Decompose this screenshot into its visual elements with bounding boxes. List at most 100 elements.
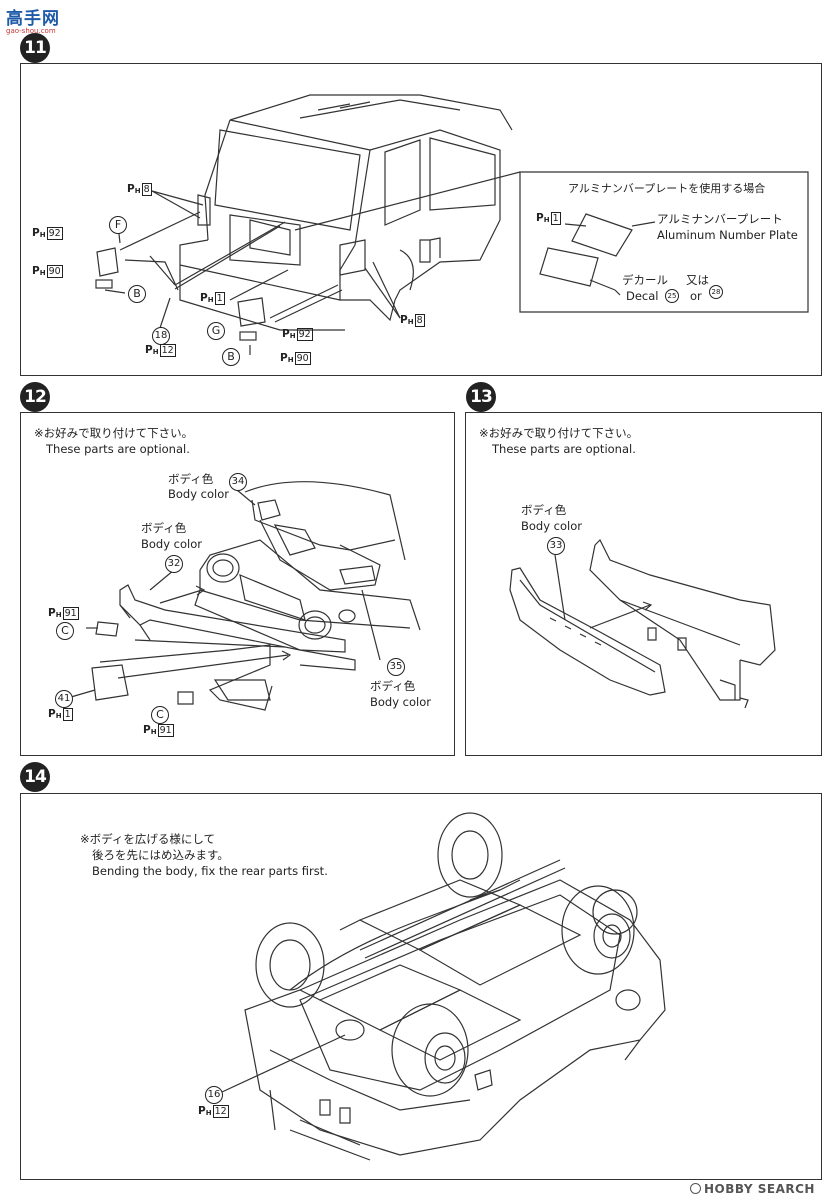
step-12-note-jp: ※お好みで取り付けて下さい。 [34,426,194,440]
body-color-33-en: Body color [521,519,583,533]
body-color-35-jp: ボディ色 [370,679,416,693]
ph-prefix: P [32,227,40,239]
ph-sub: H [287,356,294,364]
decal-number-25: 25 [665,289,679,303]
part-number-35: 35 [387,658,405,676]
decal-label-en: Decal [626,289,659,303]
body-color-32-jp: ボディ色 [141,521,187,535]
ph-prefix: P [200,292,208,304]
ph-prefix: P [127,183,135,195]
step-14-note-jp-1: ※ボディを広げる様にして [80,832,215,846]
ph-number: 91 [157,724,174,737]
ph-number: 1 [214,292,225,305]
step-number-13: 13 [466,382,496,412]
step-14-note-jp-2: 後ろを先にはめ込みます。 [92,848,229,862]
part-letter-b-left: B [128,285,146,303]
step-12-car-front-drawing [70,481,421,711]
step-11-panel [20,63,822,376]
ph-number: 91 [62,607,79,620]
ph-number: 92 [296,328,313,341]
step-11-car-rear-drawing [95,94,809,355]
ph-number: 90 [294,352,311,365]
ph-prefix: P [48,708,56,720]
ph-prefix: P [48,607,56,619]
decal-number-28: 28 [709,285,723,299]
part-letter-f: F [109,216,127,234]
ph-number: 92 [46,227,63,240]
watermark: HOBBY SEARCH [690,1182,815,1196]
watermark-text: HOBBY SEARCH [704,1182,815,1196]
plate-label-jp: アルミナンバープレート [657,212,783,226]
ph-sub: H [205,1109,212,1117]
part-letter-c-top: C [56,622,74,640]
plate-label-en: Aluminum Number Plate [657,228,798,242]
step-14-note-en: Bending the body, fix the rear parts fir… [92,864,328,878]
part-number-33: 33 [547,537,565,555]
ph-number: 12 [212,1105,229,1118]
ph-number: 1 [62,708,73,721]
inset-title: アルミナンバープレートを使用する場合 [568,182,766,195]
ph-prefix: P [198,1105,206,1117]
or-en: or [690,289,702,303]
step-13-note-en: These parts are optional. [492,442,636,456]
ph-sub: H [152,348,159,356]
ph-sub: H [39,231,46,239]
ph-prefix: P [32,265,40,277]
logo-text: 高手网 [6,9,60,29]
step-13-rear-bumper-drawing [509,538,776,709]
part-number-34: 34 [229,473,247,491]
body-color-35-en: Body color [370,695,432,709]
body-color-32-en: Body color [141,537,203,551]
ph-sub: H [289,332,296,340]
ph-sub: H [55,712,62,720]
part-number-41: 41 [55,690,73,708]
ph-sub: H [39,269,46,277]
body-color-34-en: Body color [168,487,230,501]
ph-sub: H [55,611,62,619]
ph-number: 1 [550,212,561,225]
part-letter-g: G [207,322,225,340]
ph-prefix: P [400,314,408,326]
step-12-panel [20,412,455,756]
step-number-12: 12 [20,382,50,412]
body-color-33-jp: ボディ色 [521,503,567,517]
part-letter-b-right: B [222,348,240,366]
decal-label-jp: デカール [622,273,668,287]
ph-number: 8 [414,314,425,327]
step-12-note-en: These parts are optional. [46,442,190,456]
ph-number: 90 [46,265,63,278]
site-logo: 高手网 gao-shou.com [6,4,76,38]
step-number-14: 14 [20,762,50,792]
step-number-11: 11 [20,33,50,63]
ph-number: 12 [159,344,176,357]
ph-prefix: P [536,212,544,224]
ph-sub: H [207,296,214,304]
ph-prefix: P [280,352,288,364]
watermark-icon [690,1183,701,1194]
step-14-panel [20,793,822,1180]
body-color-34-jp: ボディ色 [168,472,214,486]
part-number-32: 32 [165,555,183,573]
part-letter-c-bottom: C [151,706,169,724]
ph-prefix: P [143,724,151,736]
step-13-note-jp: ※お好みで取り付けて下さい。 [479,426,639,440]
or-jp: 又は [686,273,709,287]
step-13-panel [465,412,822,756]
ph-sub: H [150,728,157,736]
ph-sub: H [407,318,414,326]
ph-prefix: P [282,328,290,340]
